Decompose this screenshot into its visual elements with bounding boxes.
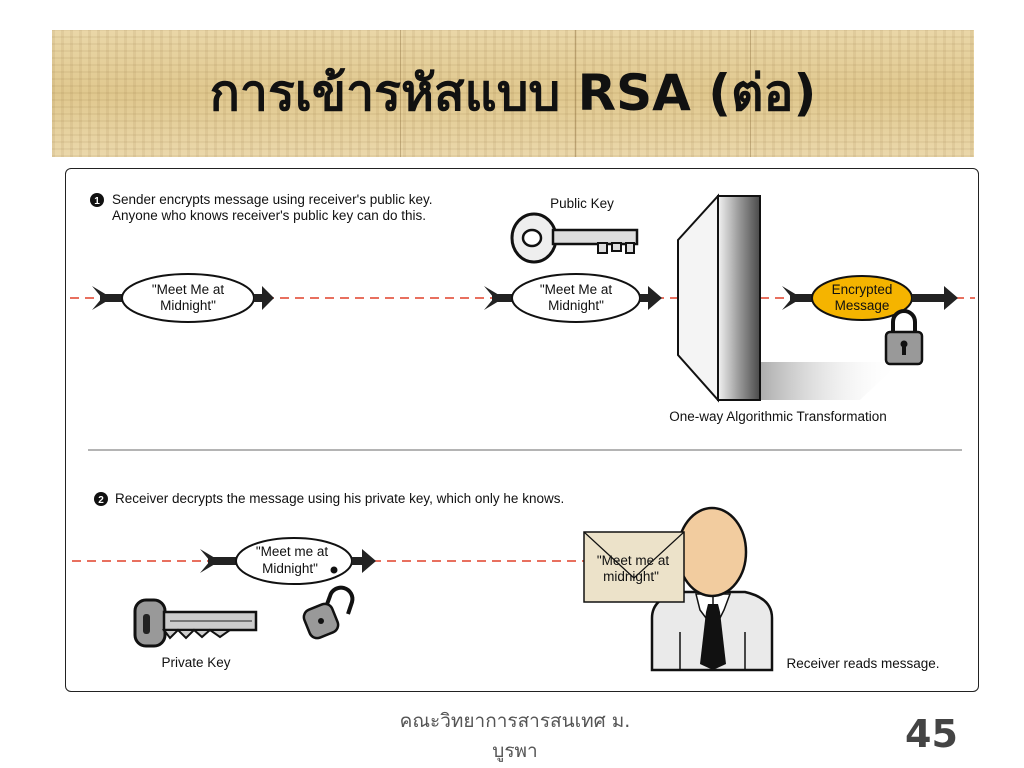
slide-title: การเข้ารหัสแบบ RSA (ต่อ) (209, 64, 817, 122)
envelope-line1: "Meet me at (597, 553, 670, 568)
public-key-label: Public Key (550, 196, 614, 211)
one-way-transformation-wall (677, 193, 900, 403)
open-padlock-icon (302, 585, 355, 640)
plaintext-message-arrow-2: "Meet Me at Midnight" (484, 273, 662, 323)
envelope-line2: midnight" (603, 569, 659, 584)
encrypted-message-arrow: Encrypted Message (782, 275, 958, 321)
public-key-icon (510, 212, 639, 264)
encrypted-line1: Encrypted (832, 282, 893, 297)
svg-text:1: 1 (94, 196, 100, 207)
msg1-line1: "Meet Me at (152, 282, 225, 297)
title-band-seam (750, 30, 751, 157)
title-band-seam (575, 30, 576, 157)
step2-number-badge: 2 (94, 492, 108, 506)
decrypted-message-arrow: "Meet me at Midnight" (200, 537, 376, 585)
msg3-line1: "Meet me at (256, 544, 329, 559)
step2-caption: Receiver decrypts the message using his … (115, 491, 564, 506)
page-number: 45 (905, 712, 958, 756)
step1-caption-line2: Anyone who knows receiver's public key c… (112, 208, 426, 223)
private-key-label: Private Key (161, 655, 230, 670)
plaintext-message-arrow: "Meet Me at Midnight" (92, 273, 274, 323)
transform-label: One-way Algorithmic Transformation (669, 409, 887, 424)
msg2-line2: Midnight" (548, 298, 604, 313)
msg3-line2: Midnight" (262, 561, 318, 576)
footer-text: คณะวิทยาการสารสนเทศ ม. บูรพา (350, 706, 680, 766)
footer-line2: บูรพา (492, 740, 538, 762)
msg1-line2: Midnight" (160, 298, 216, 313)
step1-caption-line1: Sender encrypts message using receiver's… (112, 192, 432, 207)
private-key-icon (133, 598, 258, 648)
footer-line1: คณะวิทยาการสารสนเทศ ม. (399, 710, 631, 732)
envelope-message-icon: "Meet me at midnight" (583, 531, 685, 603)
closed-padlock-icon (884, 309, 924, 366)
title-band: การเข้ารหัสแบบ RSA (ต่อ) (52, 30, 974, 157)
encrypted-line2: Message (835, 298, 890, 313)
svg-text:2: 2 (98, 495, 104, 506)
step1-number-badge: 1 (90, 193, 104, 207)
msg2-line1: "Meet Me at (540, 282, 613, 297)
receiver-label: Receiver reads message. (786, 656, 939, 671)
title-band-seam (400, 30, 401, 157)
